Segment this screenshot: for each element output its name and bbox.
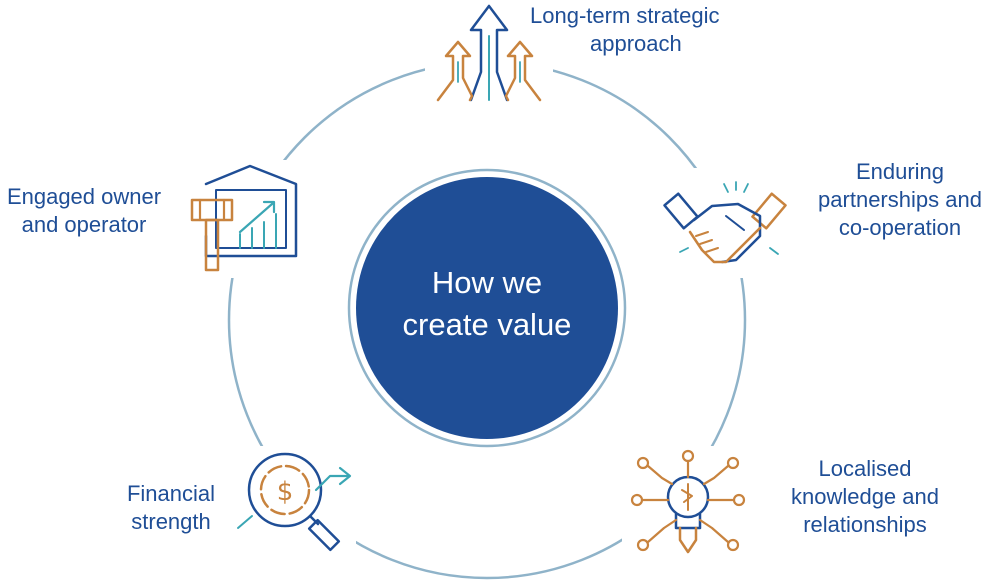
handshake-icon bbox=[663, 181, 787, 264]
label-enduring-partnerships: Enduring partnerships and co-operation bbox=[802, 158, 998, 242]
center-line-2: create value bbox=[402, 307, 572, 342]
center-disc bbox=[356, 177, 618, 439]
label-line: knowledge and bbox=[790, 484, 939, 509]
label-line: partnerships and bbox=[818, 187, 982, 212]
label-line: Long-term strategic bbox=[530, 3, 720, 28]
label-line: Engaged owner bbox=[6, 184, 162, 209]
label-line: approach bbox=[590, 31, 682, 56]
label-financial-strength: Financial strength bbox=[110, 480, 232, 536]
label-line: co-operation bbox=[838, 215, 962, 240]
arrows-up-icon bbox=[436, 4, 542, 102]
gavel-building-icon bbox=[190, 164, 298, 272]
label-localised-knowledge: Localised knowledge and relationships bbox=[772, 455, 958, 539]
lightbulb-network-icon bbox=[630, 449, 746, 554]
dollar-magnifier-icon: $ bbox=[237, 452, 352, 552]
label-line: Financial bbox=[126, 481, 216, 506]
label-line: and operator bbox=[21, 212, 147, 237]
label-line: Enduring bbox=[855, 159, 945, 184]
center-title: How we create value bbox=[362, 262, 612, 346]
label-engaged-owner: Engaged owner and operator bbox=[0, 183, 168, 239]
label-line: relationships bbox=[803, 512, 927, 537]
center-line-1: How we bbox=[431, 265, 543, 300]
label-line: Localised bbox=[818, 456, 912, 481]
svg-text:$: $ bbox=[277, 477, 294, 507]
label-long-term-strategic: Long-term strategic approach bbox=[530, 2, 720, 58]
label-line: strength bbox=[131, 509, 211, 534]
